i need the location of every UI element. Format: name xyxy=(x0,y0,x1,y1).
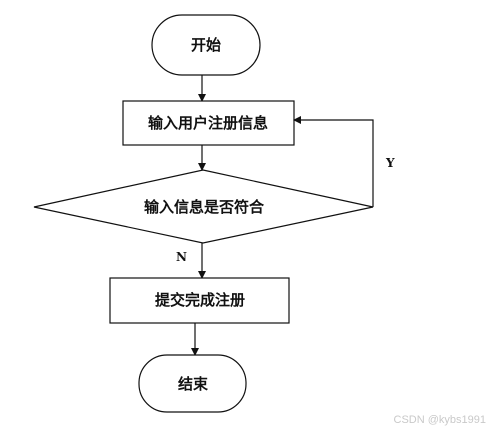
end-terminator: 结束 xyxy=(138,354,247,413)
start-terminator: 开始 xyxy=(151,14,261,76)
end-label: 结束 xyxy=(178,375,209,393)
submit-process-box: 提交完成注册 xyxy=(109,277,290,324)
edge-no-label: N xyxy=(176,250,187,264)
decision-label: 输入信息是否符合 xyxy=(144,198,265,216)
input-process-label: 输入用户注册信息 xyxy=(148,114,268,132)
edge-decision-yes-loop xyxy=(293,116,374,207)
input-process-box: 输入用户注册信息 xyxy=(122,100,295,146)
start-label: 开始 xyxy=(191,36,221,54)
decision-diamond: 输入信息是否符合 xyxy=(33,169,374,244)
submit-process-label: 提交完成注册 xyxy=(155,291,245,309)
edge-yes-label: Y xyxy=(385,156,395,170)
watermark-text: CSDN @kybs1991 xyxy=(394,414,486,426)
